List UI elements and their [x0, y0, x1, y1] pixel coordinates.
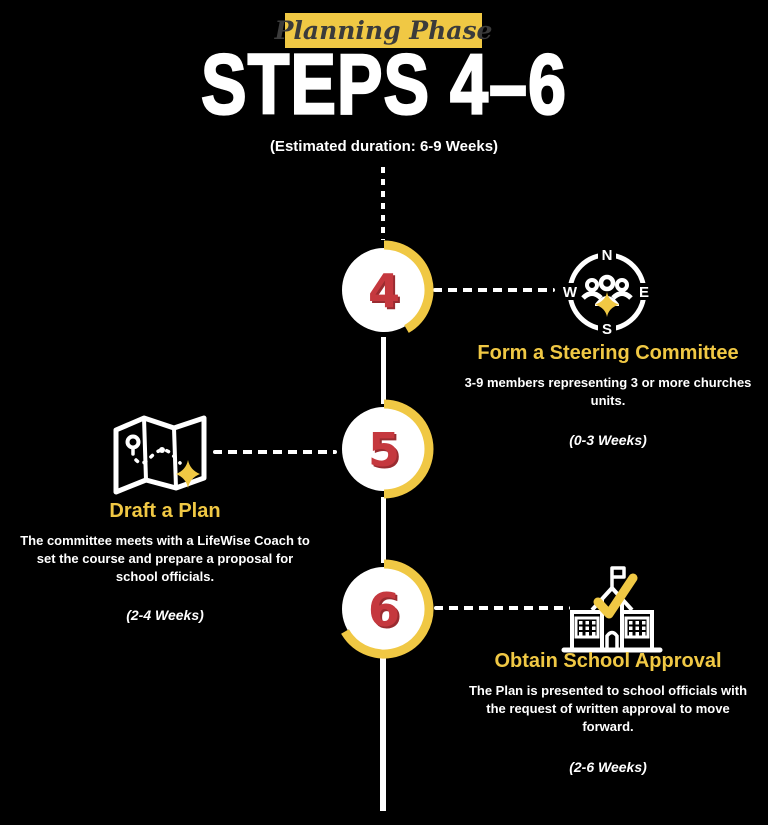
step-5-body: The committee meets with a LifeWise Coac… [20, 533, 310, 585]
step-number-6: 6 [367, 583, 400, 637]
school-door [605, 630, 619, 650]
map-destination-star [176, 460, 200, 488]
step-6-duration: (2-6 Weeks) [569, 758, 647, 775]
step-node-4: 4 [334, 240, 434, 340]
step-circle-4 [342, 240, 434, 333]
map-route-path [134, 448, 182, 465]
step-circle-5 [342, 399, 434, 499]
compass-label-n: N [602, 247, 613, 264]
compass-needle-star [595, 292, 619, 317]
step-6-text-block: Obtain School Approval The Plan is prese… [460, 650, 756, 775]
timeline-line-segment-3 [380, 656, 386, 811]
step-progress-arc-6 [341, 559, 434, 659]
compass-label-e: E [639, 284, 649, 301]
connector-dash-step-6 [434, 606, 570, 610]
step-node-5: 5 [334, 399, 434, 499]
school-windows [579, 621, 646, 636]
timeline-line-segment-1 [381, 337, 386, 404]
step-4-heading: Form a Steering Committee [477, 342, 739, 364]
phase-banner: Planning Phase [275, 13, 492, 48]
approval-checkmark [593, 573, 638, 619]
step-4-body: 3-9 members representing 3 or more churc… [464, 375, 752, 409]
school-approval-icon [558, 558, 666, 660]
connector-dash-step-4 [433, 288, 555, 292]
folded-map-icon [106, 404, 214, 502]
step-5-heading: Draft a Plan [109, 500, 221, 522]
compass-label-w: W [563, 284, 578, 301]
step-progress-arc-5 [383, 399, 434, 499]
step-4-duration: (0-3 Weeks) [569, 432, 647, 449]
step-node-6: 6 [334, 559, 434, 659]
step-progress-arc-4 [383, 240, 434, 333]
compass-label-s: S [602, 321, 612, 338]
duration-subtitle: (Estimated duration: 6-9 Weeks) [269, 138, 499, 155]
step-number-4: 4 [367, 264, 400, 318]
page-title: STEPS 4–6 [200, 37, 567, 134]
step-6-body: The Plan is presented to school official… [468, 683, 748, 735]
step-circle-6 [341, 559, 434, 659]
connector-dash-step-5 [213, 450, 337, 454]
compass-steering-committee-icon: N E S W [556, 241, 658, 343]
timeline-dashed-segment [381, 167, 385, 240]
step-5-duration: (2-4 Weeks) [126, 606, 204, 623]
timeline-line-segment-2 [381, 497, 386, 563]
step-number-5: 5 [367, 423, 400, 477]
step-6-heading: Obtain School Approval [494, 650, 722, 672]
school-flag [610, 566, 626, 588]
map-pin-marker [125, 434, 141, 450]
step-5-text-block: Draft a Plan The committee meets with a … [20, 500, 310, 623]
phase-banner-label: Planning Phase [274, 16, 493, 45]
step-4-text-block: Form a Steering Committee 3-9 members re… [460, 342, 756, 448]
